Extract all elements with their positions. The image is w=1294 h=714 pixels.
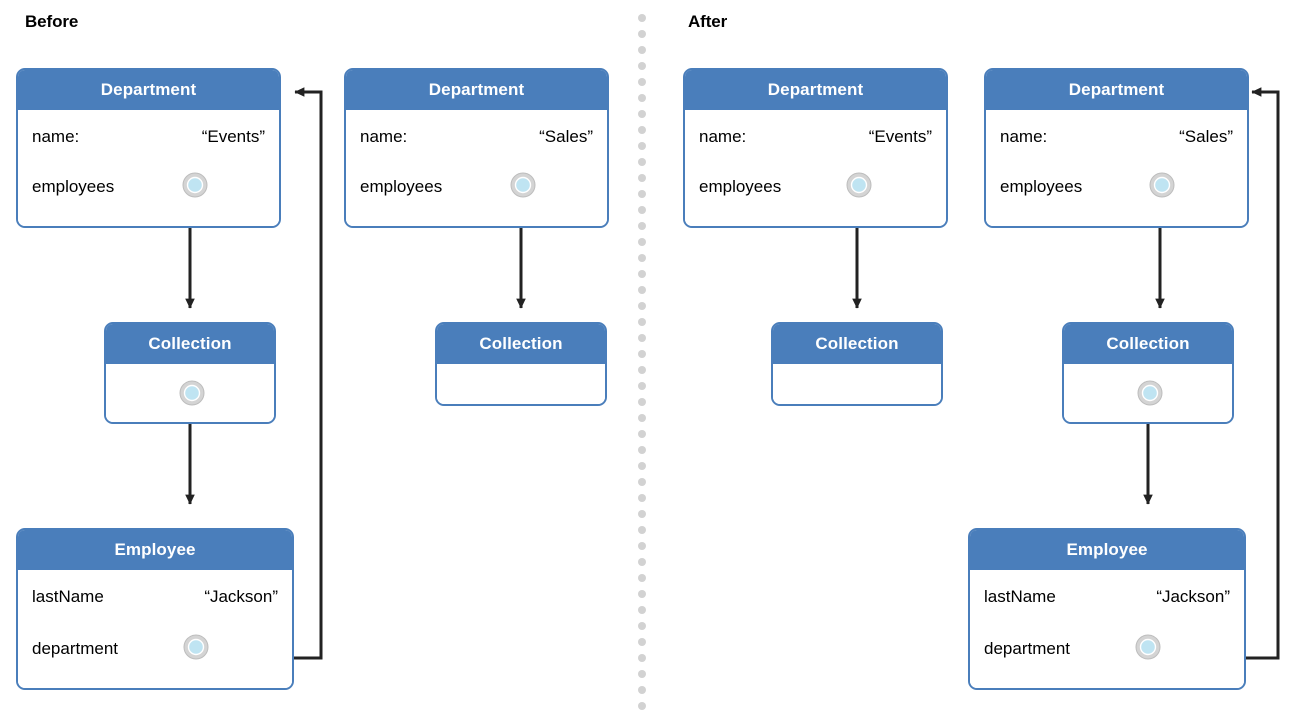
before-employee-row-lastname: lastName “Jackson” <box>18 582 292 612</box>
before-collection-filled-title: Collection <box>106 324 274 364</box>
after-employee-title: Employee <box>970 530 1244 570</box>
after-collection-filled-box[interactable]: Collection <box>1062 322 1234 424</box>
before-department-events-body: name: “Events” employees <box>18 110 279 226</box>
property-value: “Jackson” <box>1156 587 1230 606</box>
after-department-sales-title: Department <box>986 70 1247 110</box>
relationship-connector-icon[interactable] <box>183 634 209 660</box>
property-key: department <box>984 639 1070 658</box>
after-collection-empty-box[interactable]: Collection <box>771 322 943 406</box>
after-collection-filled-title: Collection <box>1064 324 1232 364</box>
before-department-sales-row-name: name: “Sales” <box>346 122 607 152</box>
before-employee-title: Employee <box>18 530 292 570</box>
relationship-connector-icon[interactable] <box>510 172 536 198</box>
before-collection-empty-title: Collection <box>437 324 605 364</box>
after-department-sales-body: name: “Sales” employees <box>986 110 1247 226</box>
panel-title-after: After <box>688 12 728 31</box>
after-employee-box[interactable]: Employee lastName “Jackson” department <box>968 528 1246 690</box>
property-key: employees <box>32 177 115 196</box>
after-department-events-row-employees: employees <box>685 172 946 202</box>
property-value: “Sales” <box>1179 127 1233 146</box>
property-value: “Events” <box>201 127 265 146</box>
after-employee-row-department: department <box>970 634 1244 664</box>
before-department-sales-box[interactable]: Department name: “Sales” employees <box>344 68 609 228</box>
relationship-connector-icon[interactable] <box>846 172 872 198</box>
property-key: employees <box>1000 177 1083 196</box>
after-department-events-title: Department <box>685 70 946 110</box>
after-department-sales-row-employees: employees <box>986 172 1247 202</box>
property-value: “Jackson” <box>204 587 278 606</box>
property-key: name: <box>360 127 408 146</box>
before-collection-filled-body <box>106 364 274 422</box>
panel-divider <box>638 0 646 714</box>
property-key: employees <box>699 177 782 196</box>
after-department-sales-row-name: name: “Sales” <box>986 122 1247 152</box>
relationship-connector-icon[interactable] <box>182 172 208 198</box>
after-employee-row-lastname: lastName “Jackson” <box>970 582 1244 612</box>
property-key: name: <box>1000 127 1048 146</box>
relationship-connector-icon[interactable] <box>1149 172 1175 198</box>
panel-title-before: Before <box>25 12 79 31</box>
before-department-events-box[interactable]: Department name: “Events” employees <box>16 68 281 228</box>
after-employee-body: lastName “Jackson” department <box>970 570 1244 688</box>
property-key: name: <box>699 127 747 146</box>
before-employee-body: lastName “Jackson” department <box>18 570 292 688</box>
property-value: “Sales” <box>539 127 593 146</box>
before-department-events-title: Department <box>18 70 279 110</box>
property-key: lastName <box>984 587 1056 606</box>
property-value: “Events” <box>868 127 932 146</box>
relationship-connector-icon[interactable] <box>1135 634 1161 660</box>
before-collection-filled-box[interactable]: Collection <box>104 322 276 424</box>
relationship-connector-icon[interactable] <box>1137 380 1163 406</box>
after-department-events-box[interactable]: Department name: “Events” employees <box>683 68 948 228</box>
after-department-events-body: name: “Events” employees <box>685 110 946 226</box>
before-department-sales-title: Department <box>346 70 607 110</box>
property-key: lastName <box>32 587 104 606</box>
before-employee-row-department: department <box>18 634 292 664</box>
before-department-sales-row-employees: employees <box>346 172 607 202</box>
after-department-sales-box[interactable]: Department name: “Sales” employees <box>984 68 1249 228</box>
property-key: employees <box>360 177 443 196</box>
property-key: name: <box>32 127 80 146</box>
after-collection-filled-body <box>1064 364 1232 422</box>
after-collection-empty-title: Collection <box>773 324 941 364</box>
before-collection-empty-body <box>437 364 605 404</box>
before-department-events-row-employees: employees <box>18 172 279 202</box>
relationship-connector-icon[interactable] <box>179 380 205 406</box>
before-employee-box[interactable]: Employee lastName “Jackson” department <box>16 528 294 690</box>
property-key: department <box>32 639 118 658</box>
after-collection-empty-body <box>773 364 941 404</box>
before-department-events-row-name: name: “Events” <box>18 122 279 152</box>
before-collection-empty-box[interactable]: Collection <box>435 322 607 406</box>
after-department-events-row-name: name: “Events” <box>685 122 946 152</box>
before-department-sales-body: name: “Sales” employees <box>346 110 607 226</box>
